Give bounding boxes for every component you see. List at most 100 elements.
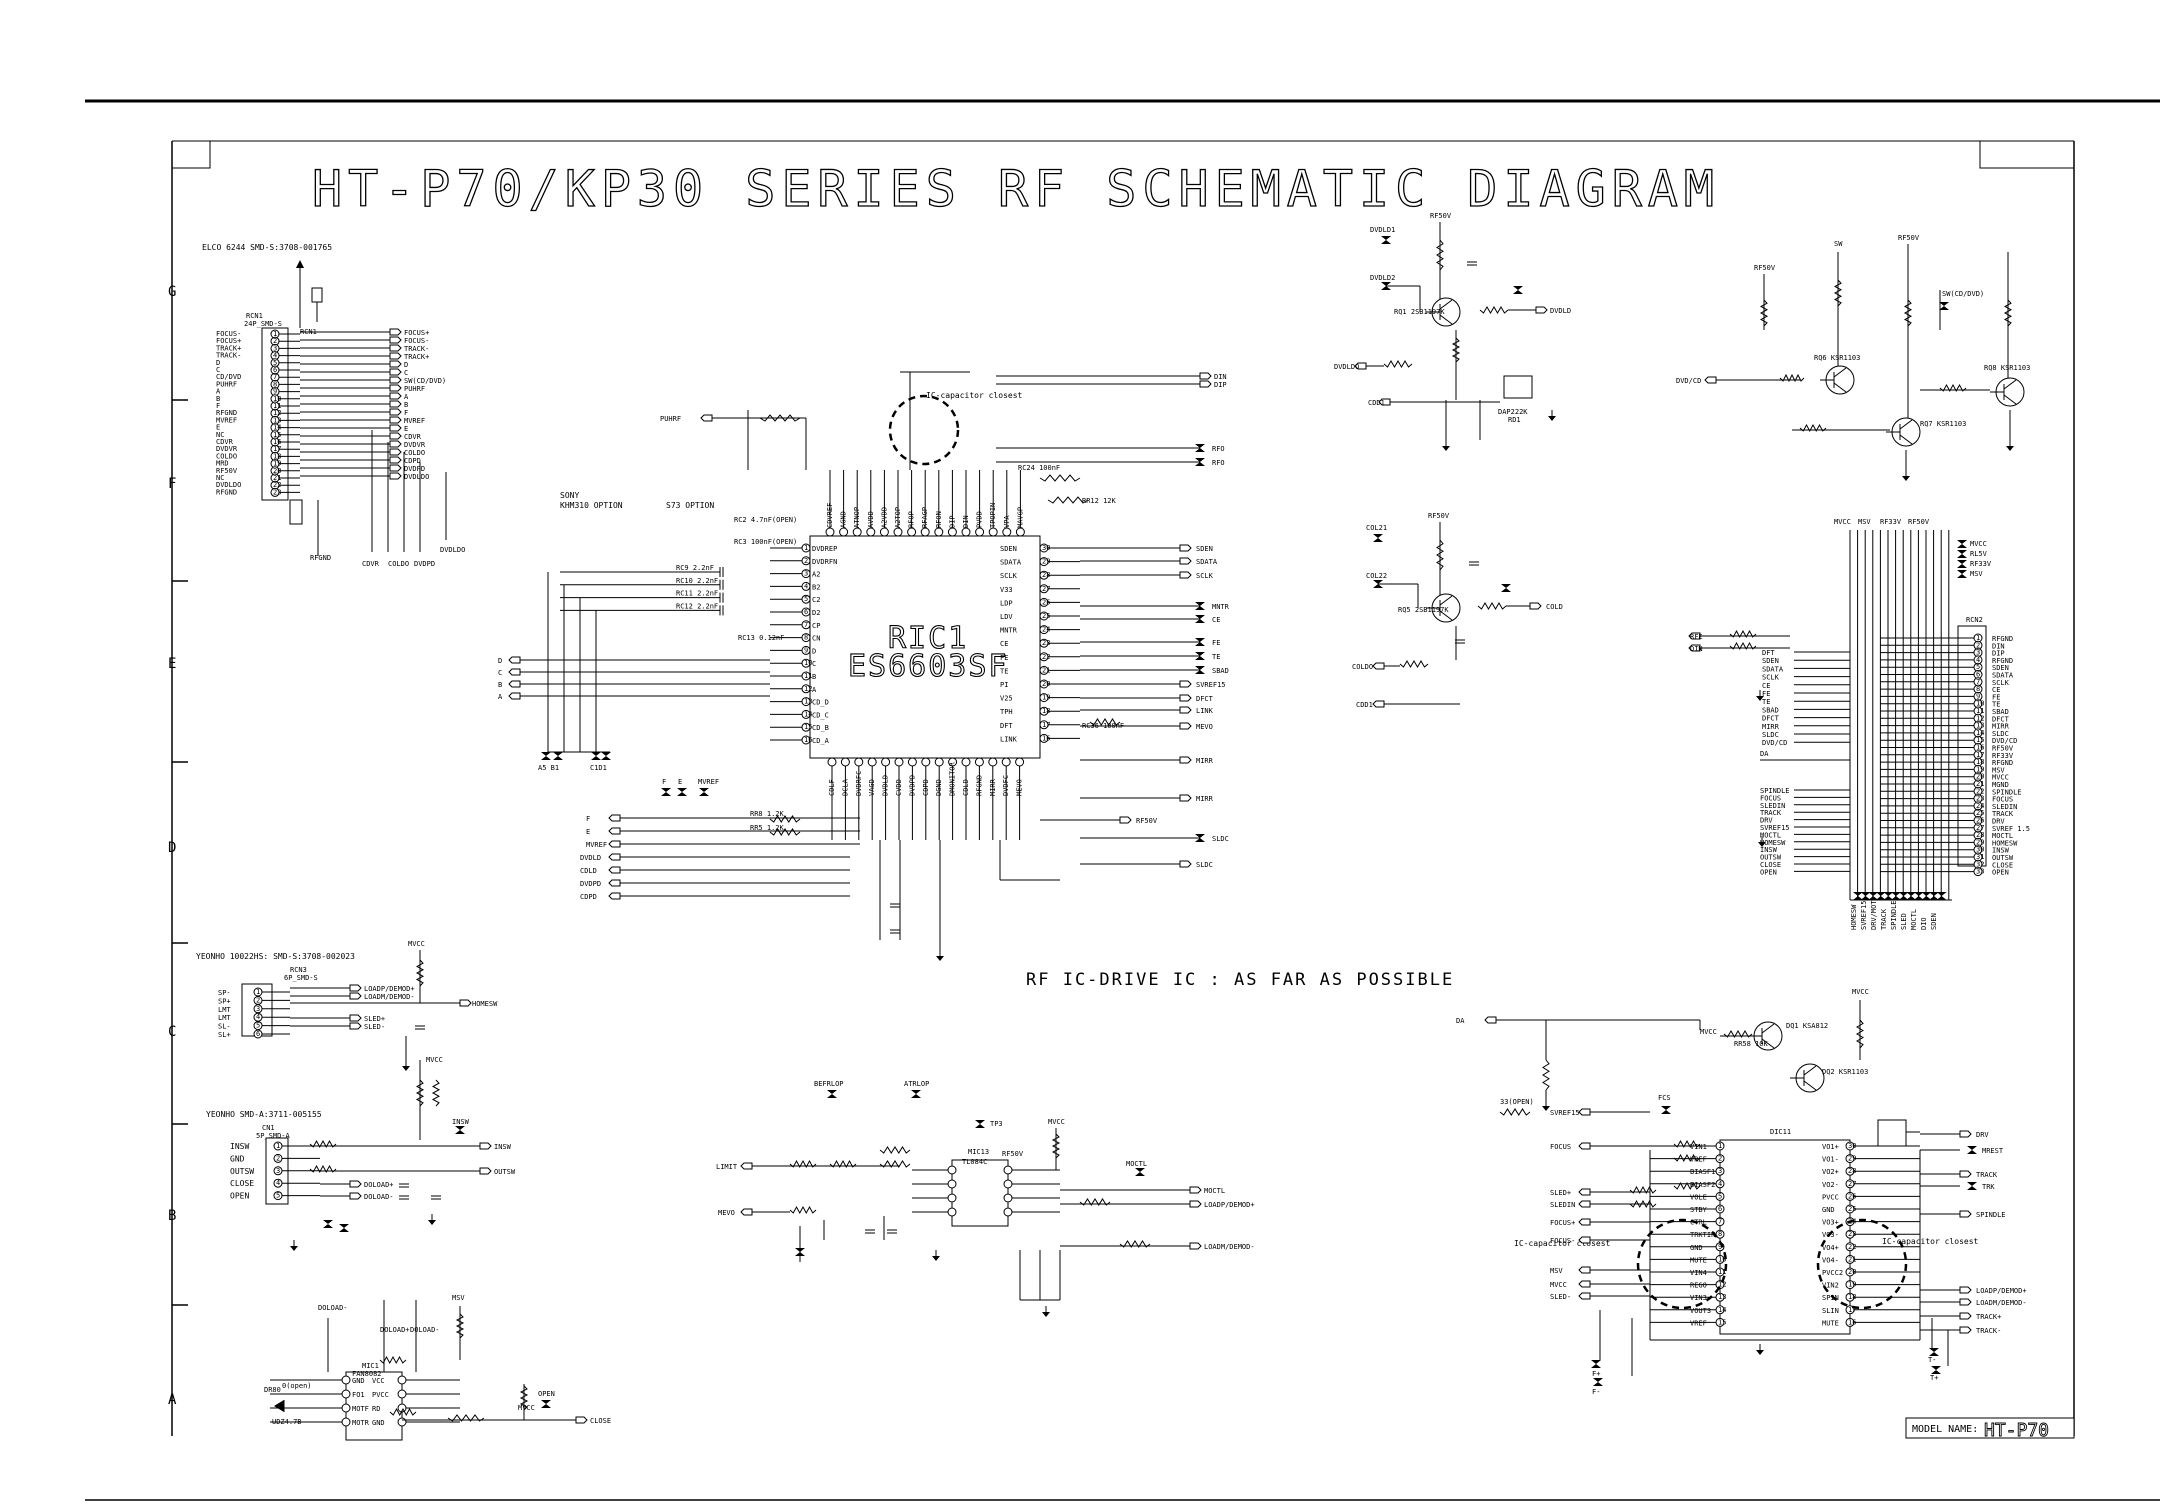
dic11-rpin-11: VIN2 [1822, 1282, 1839, 1290]
ric1-ref: RIC1 [888, 621, 968, 656]
svg-text:RF33V: RF33V [1880, 518, 1902, 526]
svg-text:21: 21 [1042, 666, 1050, 674]
loader-diode: UDZ4.7B [272, 1418, 302, 1426]
svg-text:7: 7 [1718, 1218, 1722, 1226]
dvd-net-7: RD1 [1508, 416, 1521, 424]
ric1-rpin-9: TE [1000, 667, 1008, 675]
svg-text:HOMESW: HOMESW [1850, 904, 1858, 930]
dvd-net-4: DVDLDO [1334, 363, 1359, 371]
svg-text:4: 4 [804, 582, 808, 590]
ric1-rnet-13: MIRR [1196, 795, 1214, 803]
svg-text:16: 16 [273, 438, 281, 446]
ric1-lpin-1: DVDRFN [812, 558, 837, 566]
yeon-bot-pin-1: GND [230, 1154, 245, 1163]
svg-text:8: 8 [273, 380, 277, 388]
ric1-res-3: RC36 100nF [1082, 722, 1124, 730]
elco-pin-10: F [216, 402, 220, 410]
svg-text:3: 3 [804, 570, 808, 578]
svg-text:11: 11 [1976, 707, 1984, 715]
svg-text:1: 1 [256, 988, 260, 996]
tray-net-3: LOADP/DEMOD+ [1204, 1201, 1255, 1209]
svg-text:2: 2 [804, 557, 808, 565]
dic11-rnet-3: TRK [1982, 1183, 1995, 1191]
ric1-rnet-6: TE [1212, 653, 1220, 661]
svg-text:DIN: DIN [1690, 645, 1703, 653]
svg-text:MOCTL: MOCTL [1760, 831, 1781, 839]
ric1-lpin-13: CD_C [812, 711, 829, 719]
ric1-body [809, 535, 1041, 759]
svg-text:SLDC: SLDC [1762, 731, 1779, 739]
svg-text:6: 6 [273, 366, 277, 374]
svg-text:19: 19 [1976, 765, 1984, 773]
svg-text:COLDO: COLDO [388, 560, 409, 568]
tray-ref: MIC13 [968, 1148, 989, 1156]
yeon-top-net-4: HOMESW [472, 1000, 498, 1008]
tray-net-4: LOADM/DEMOD- [1204, 1243, 1255, 1251]
dic11-lpin-11: REGO [1690, 1282, 1707, 1290]
svg-text:26: 26 [1848, 1192, 1856, 1200]
dic11-rpin-4: PVCC [1822, 1193, 1839, 1201]
elco-net-17: DVDPD [404, 465, 425, 473]
ric1-lpin-6: CP [812, 622, 820, 630]
dic11-rpin-14: MUTE [1822, 1319, 1839, 1327]
ric1-rnet-10: LINK [1196, 707, 1214, 715]
svg-text:18: 18 [1042, 707, 1050, 715]
dic11-lpin-6: CTRL [1690, 1219, 1707, 1227]
svg-text:9: 9 [273, 388, 277, 396]
rcn2-pin-1: DIN [1992, 642, 2005, 650]
dic11-lnet-8: MVCC [1550, 1281, 1567, 1289]
dic11-lnet-4: SLEDIN [1550, 1201, 1575, 1209]
svg-text:19: 19 [273, 460, 281, 468]
ric1-rnet-9: DFCT [1196, 695, 1214, 703]
elco-pin-19: RF50V [216, 467, 238, 475]
svg-text:MOCTL: MOCTL [1910, 909, 1918, 930]
dic11-rpin-3: VO2- [1822, 1181, 1839, 1189]
elco-net-2: TRACK- [404, 345, 429, 353]
ric1-lpin-4: C2 [812, 596, 820, 604]
ric1-rpin-2: SCLK [1000, 572, 1018, 580]
ric1-lpin-8: D [812, 647, 816, 655]
svg-text:RFGND: RFGND [310, 554, 331, 562]
dic11-rpin-1: VO1- [1822, 1156, 1839, 1164]
dic11-rpin-12: SPIN [1822, 1294, 1839, 1302]
elco-pin-15: CDVR [216, 438, 234, 446]
ric1-res-2: RR12 12K [1082, 497, 1117, 505]
svg-text:8: 8 [1976, 685, 1980, 693]
svg-text:RF50V: RF50V [1136, 817, 1158, 825]
svg-text:18: 18 [1848, 1293, 1856, 1301]
svg-text:13: 13 [804, 698, 812, 706]
svg-text:19: 19 [1042, 694, 1050, 702]
rcn2-pin-0: RFGND [1992, 635, 2013, 643]
svg-text:16: 16 [1042, 734, 1050, 742]
svg-text:DRV: DRV [1760, 817, 1773, 825]
ric1-tnet-0: DIN [1214, 373, 1227, 381]
svg-text:6: 6 [804, 608, 808, 616]
svg-text:5: 5 [1976, 663, 1980, 671]
dic11-lnet-0: DA [1456, 1017, 1465, 1025]
elco-net-5: C [404, 369, 408, 377]
svg-text:OPEN: OPEN [1760, 868, 1777, 876]
svg-text:3: 3 [273, 344, 277, 352]
cd-net-3: COLD [1546, 603, 1563, 611]
ric1-rpin-0: SDEN [1000, 545, 1017, 553]
rcn2-pin-10: SBAD [1992, 708, 2009, 716]
note-cap-closest-3: IC-capacitor closest [1882, 1237, 1979, 1246]
cap-closest-circle-1 [888, 394, 960, 466]
rcn2-pin-29: INSW [1992, 847, 2010, 855]
ric1-lpin-11: A [812, 686, 817, 694]
svg-text:MVCC: MVCC [1834, 518, 1851, 526]
dic11-rpin-0: VO1+ [1822, 1143, 1839, 1151]
rcn2-pin-25: DRV [1992, 818, 2005, 826]
elco-title: ELCO 6244 SMD-S:3708-001765 [202, 243, 332, 252]
svg-text:28: 28 [1042, 571, 1050, 579]
svg-text:20: 20 [1848, 1268, 1856, 1276]
svg-text:30: 30 [1976, 846, 1984, 854]
grid-row-b: B [168, 1208, 176, 1224]
elco-net-8: A [404, 393, 409, 401]
svg-text:3: 3 [256, 1005, 260, 1013]
dvd-net-0: DVDLD1 [1370, 226, 1395, 234]
loader-pin-0: GND [352, 1377, 365, 1385]
svg-text:2: 2 [273, 337, 277, 345]
rcn2-pin-11: DFCT [1992, 715, 2010, 723]
ric1-lpin-15: CD_A [812, 737, 830, 745]
